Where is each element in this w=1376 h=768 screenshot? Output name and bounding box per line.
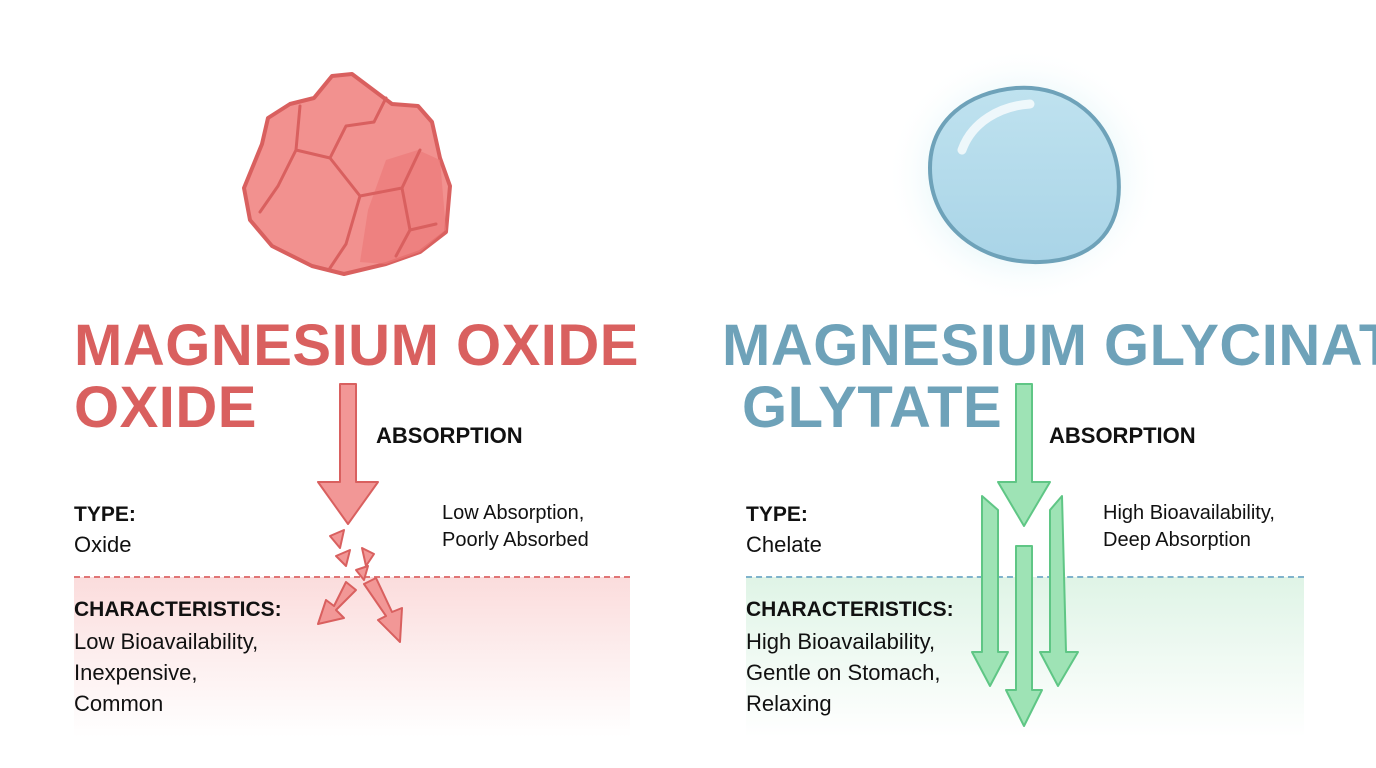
oxide-type-value: Oxide	[74, 532, 132, 557]
oxide-barrier-line	[74, 576, 630, 578]
glycinate-characteristic-3: Relaxing	[746, 691, 832, 716]
smooth-droplet-icon	[886, 48, 1162, 304]
oxide-absorption-arrow-icon	[317, 383, 379, 581]
oxide-broken-arrow-left-icon	[317, 581, 357, 625]
glycinate-characteristic-2: Gentle on Stomach,	[746, 660, 941, 685]
oxide-absorption-note-line2: Poorly Absorbed	[442, 529, 589, 551]
glycinate-type-value: Chelate	[746, 532, 822, 557]
oxide-absorption-label: ABSORPTION	[376, 423, 523, 448]
glycinate-absorption-label: ABSORPTION	[1049, 423, 1196, 448]
glycinate-title-line2: GLYTATE	[742, 375, 1003, 440]
glycinate-characteristics-label: CHARACTERISTICS:	[746, 598, 954, 621]
oxide-absorption-note-line1: Low Absorption,	[442, 502, 585, 524]
oxide-title-line1: MAGNESIUM OXIDE	[74, 313, 639, 378]
glycinate-type-label: TYPE:	[746, 503, 808, 526]
glycinate-absorption-note-line1: High Bioavailability,	[1103, 502, 1275, 524]
oxide-broken-arrow-right-icon	[363, 577, 403, 643]
glycinate-absorption-note-line2: Deep Absorption	[1103, 529, 1251, 551]
glycinate-characteristic-1: High Bioavailability,	[746, 629, 936, 654]
oxide-characteristic-1: Low Bioavailability,	[74, 629, 259, 654]
oxide-characteristics-label: CHARACTERISTICS:	[74, 598, 282, 621]
oxide-characteristic-2: Inexpensive,	[74, 660, 198, 685]
glycinate-title-line1: MAGNESIUM GLYCINATE	[722, 313, 1376, 378]
oxide-type-label: TYPE:	[74, 503, 136, 526]
oxide-characteristic-3: Common	[74, 691, 164, 716]
glycinate-absorption-arrows-icon	[971, 383, 1079, 727]
oxide-absorption-zone	[74, 577, 630, 737]
oxide-title-line2: OXIDE	[74, 375, 257, 440]
broken-rock-icon	[242, 72, 452, 276]
